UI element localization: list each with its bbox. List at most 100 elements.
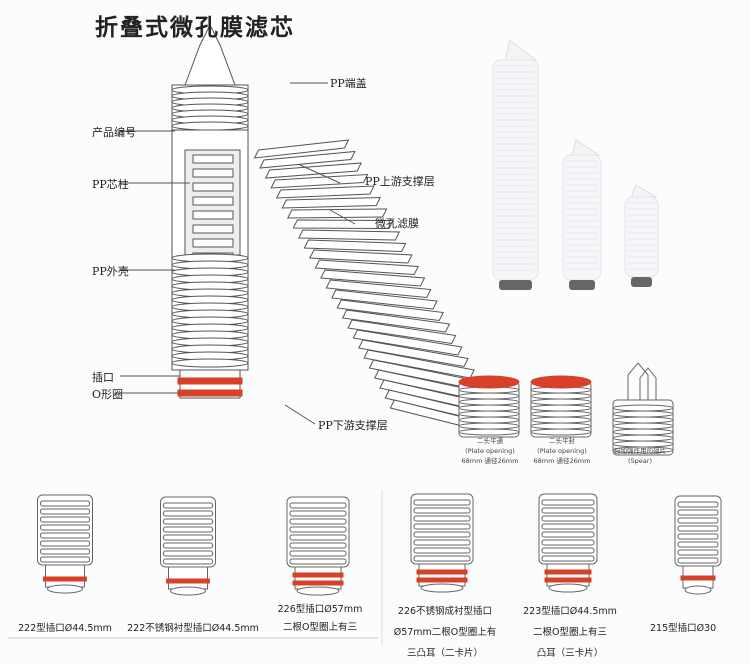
adapter-bottom xyxy=(47,584,83,594)
membrane-pleat xyxy=(352,329,463,356)
adapter-rib xyxy=(289,502,347,509)
adapter-rib xyxy=(289,534,347,541)
adapter-rib xyxy=(541,555,595,562)
membrane-pleat xyxy=(358,339,469,368)
membrane-pleat xyxy=(275,185,375,199)
membrane-pleat xyxy=(281,196,382,209)
adapter-bottom xyxy=(684,585,712,595)
membrane-pleat xyxy=(320,269,426,287)
adapter-rib xyxy=(413,547,471,554)
membrane-pleat xyxy=(270,173,369,189)
label-outer-cage: PP外壳 xyxy=(92,265,129,278)
cap-rib xyxy=(530,428,592,436)
photo-body xyxy=(562,154,602,281)
adapter-o-ring xyxy=(416,577,468,583)
cap-rib xyxy=(530,416,592,424)
adapter-rib xyxy=(413,507,471,514)
cap-rib xyxy=(458,428,520,436)
end-option-caption: 二头平通 (Plate opening) 68mm 通径26mm xyxy=(461,437,519,465)
adapter-rib xyxy=(677,525,719,532)
adapter-neck xyxy=(418,563,466,587)
adapter-rib xyxy=(163,558,213,565)
o-ring xyxy=(177,377,243,385)
adapter-rib xyxy=(40,516,90,523)
label-downstream-support: PP下游支撑层 xyxy=(318,419,388,432)
cap-rib xyxy=(458,404,520,412)
label-end-cap: PP端盖 xyxy=(330,77,367,90)
adapter-bottom xyxy=(420,583,464,593)
membrane-pleat xyxy=(347,319,457,345)
cap-rib xyxy=(612,404,674,412)
adapter-rib xyxy=(40,524,90,531)
membrane-pleat xyxy=(309,249,413,264)
adapter-rib xyxy=(541,507,595,514)
photo-tip xyxy=(571,139,601,156)
photo-base xyxy=(499,280,532,290)
cap-rib xyxy=(612,434,674,442)
adapter-neck xyxy=(294,566,342,590)
membrane-pleat xyxy=(331,289,438,310)
photo-tip xyxy=(504,39,538,61)
adapter-rib xyxy=(289,526,347,533)
adapter-rib xyxy=(289,510,347,517)
core-window xyxy=(192,182,234,192)
rib xyxy=(171,121,249,131)
photo-base xyxy=(569,280,595,290)
adapter-drawings xyxy=(37,493,722,596)
adapter-rib xyxy=(413,499,471,506)
adapter-rib xyxy=(413,555,471,562)
adapter-o-ring xyxy=(544,569,592,575)
membrane-pleat xyxy=(325,279,432,299)
adapter-neck xyxy=(168,566,208,590)
adapter-rib xyxy=(289,518,347,525)
end-option-caption: 起加强作用的翅片 (Spear) xyxy=(614,447,666,465)
adapter-bottom xyxy=(548,583,588,593)
adapter-rib xyxy=(541,499,595,506)
photo-base xyxy=(631,277,652,287)
adapter-rib xyxy=(541,539,595,546)
adapter-o-ring xyxy=(292,580,344,586)
adapter-rib xyxy=(677,509,719,516)
adapter-caption: 222不锈钢衬型插口Ø44.5mm xyxy=(127,623,259,634)
cap-red-top xyxy=(530,375,592,389)
adapter-rib xyxy=(541,531,595,538)
cartridge-cutaway-diagram xyxy=(120,23,506,437)
core-window xyxy=(192,224,234,234)
photo-tip xyxy=(630,184,658,198)
cap-rib xyxy=(612,446,674,454)
adapter-rib xyxy=(413,539,471,546)
adapter-rib xyxy=(413,515,471,522)
core-window xyxy=(192,238,234,248)
end-option-caption: 二头平封 (Plate opening) 68mm 通径26mm xyxy=(533,437,591,465)
membrane-pleat xyxy=(298,229,401,241)
adapter-rib xyxy=(677,557,719,564)
adapter-rib xyxy=(163,534,213,541)
core-window xyxy=(192,196,234,206)
cap-red-top xyxy=(458,375,520,389)
adapter-caption: 222型插口Ø44.5mm xyxy=(18,623,112,634)
cap-rib xyxy=(458,410,520,418)
adapter-rib xyxy=(163,510,213,517)
leader-line xyxy=(284,404,316,425)
label-membrane: 微孔滤膜 xyxy=(375,217,419,230)
label-o-ring: O形圈 xyxy=(92,388,124,401)
adapter-o-ring xyxy=(43,576,87,582)
membrane-pleat xyxy=(336,299,445,322)
core-window xyxy=(192,168,234,178)
adapter-rib xyxy=(541,547,595,554)
adapter-rib xyxy=(541,515,595,522)
adapter-rib xyxy=(289,558,347,565)
cap-rib xyxy=(612,422,674,430)
adapter-rib xyxy=(40,508,90,515)
cap-rib xyxy=(530,398,592,406)
cap-rib xyxy=(612,410,674,418)
leader-line xyxy=(299,164,341,184)
adapter-rib xyxy=(541,523,595,530)
adapter-rib xyxy=(40,540,90,547)
membrane-pleat xyxy=(314,259,419,276)
label-adapter: 插口 xyxy=(92,371,114,384)
